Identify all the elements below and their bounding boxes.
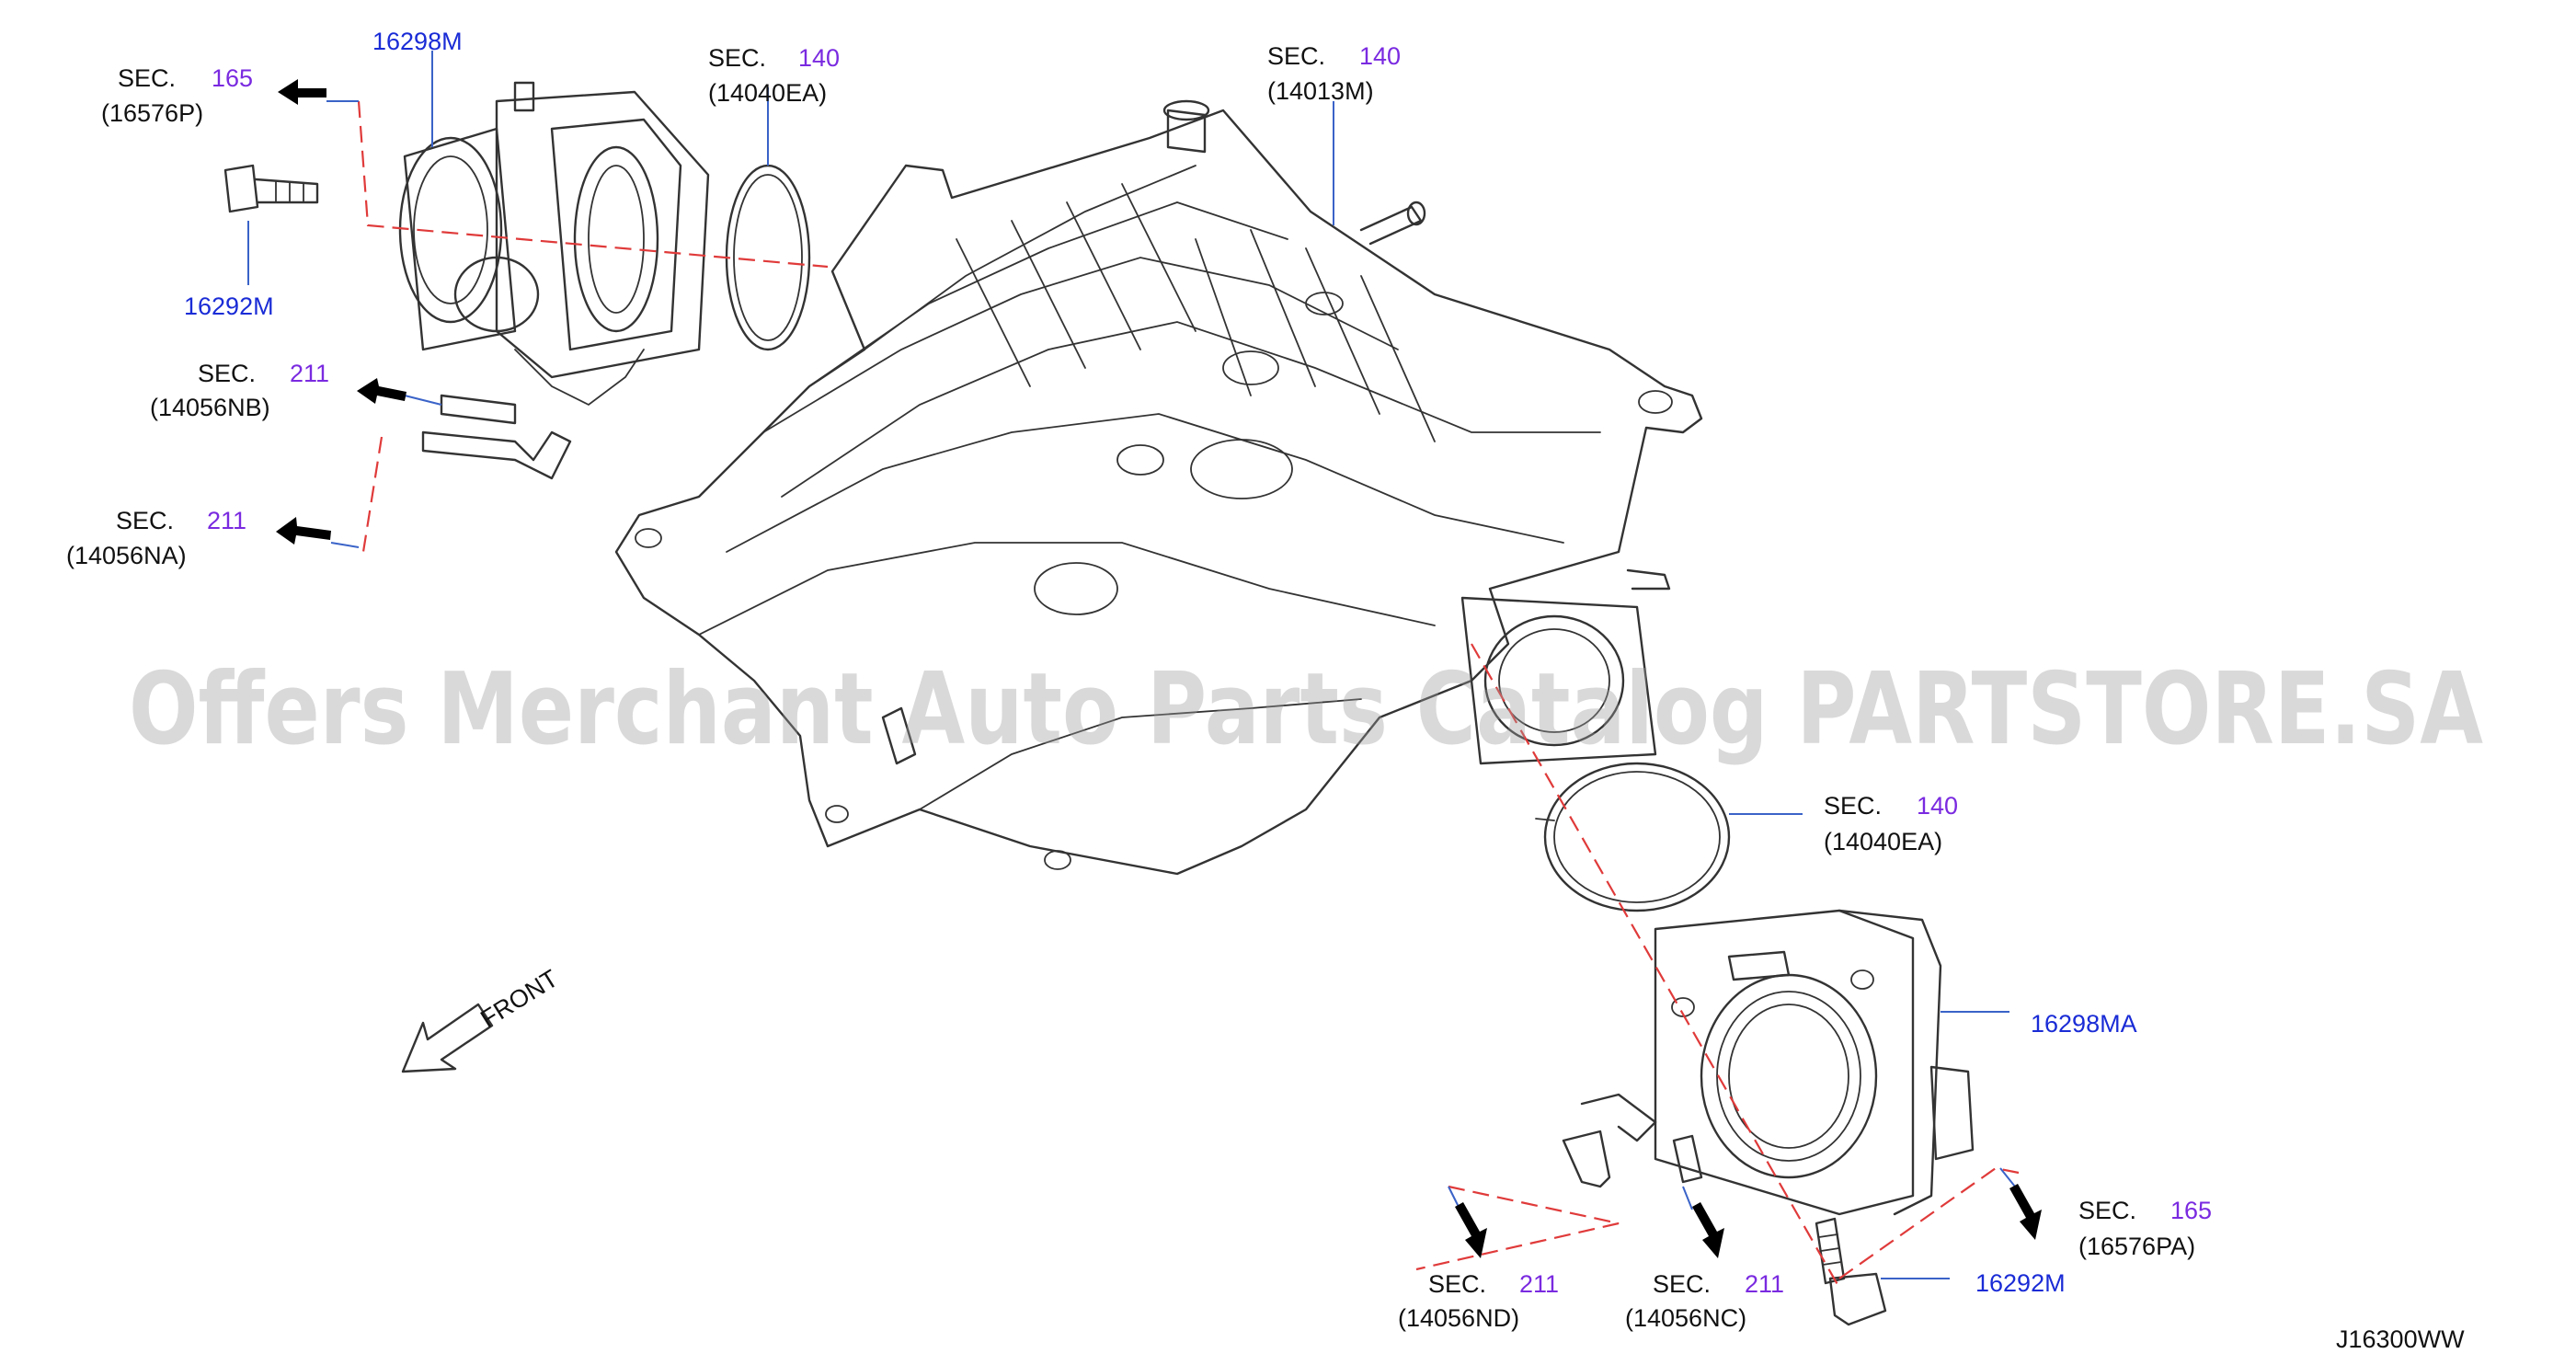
sec-165-top-label: SEC. <box>118 64 176 92</box>
sec-140-oring-top-label: SEC. <box>708 44 766 72</box>
sec-211-na-label: SEC. <box>116 507 174 534</box>
oring-top-drawing <box>725 164 811 351</box>
sec-140-oring-right-number[interactable]: 140 <box>1917 792 1958 820</box>
diagram-code: J16300WW <box>2336 1325 2465 1353</box>
sec-140-oring-right-ref: (14040EA) <box>1824 828 1942 855</box>
sec-211-nc-label: SEC. <box>1653 1270 1711 1298</box>
throttle-body-right-drawing <box>1562 909 1975 1216</box>
sec-140-manifold-ref: (14013M) <box>1267 77 1374 105</box>
part-16292M-left[interactable]: 16292M <box>184 292 274 320</box>
sec-165-bottom-label: SEC. <box>2078 1197 2136 1224</box>
bolt-right-drawing <box>1815 1217 1887 1326</box>
arrow-165-bottom <box>2009 1184 2042 1240</box>
throttle-body-left-drawing <box>398 81 710 480</box>
oring-right-drawing <box>1535 762 1731 912</box>
intake-manifold-drawing <box>614 99 1703 876</box>
arrow-165-top <box>278 79 326 105</box>
sec-165-top-number[interactable]: 165 <box>212 64 253 92</box>
sec-211-nb-number[interactable]: 211 <box>290 360 329 387</box>
sec-140-manifold-number[interactable]: 140 <box>1359 42 1401 70</box>
front-direction-arrow <box>401 1003 494 1073</box>
front-label: FRONT <box>475 964 563 1033</box>
centerlines <box>357 100 2020 1289</box>
sec-211-na-number[interactable]: 211 <box>207 507 246 534</box>
sec-arrows <box>276 79 2042 1258</box>
sec-211-nb-ref: (14056NB) <box>150 394 270 421</box>
arrow-211-na <box>276 517 331 545</box>
sec-165-bottom-number[interactable]: 165 <box>2170 1197 2212 1224</box>
sec-140-oring-right-label: SEC. <box>1824 792 1882 820</box>
part-16298M[interactable]: 16298M <box>372 28 463 55</box>
arrow-211-nd <box>1455 1202 1487 1258</box>
arrow-211-nb <box>357 378 406 404</box>
sec-165-bottom-ref: (16576PA) <box>2078 1233 2195 1260</box>
watermark-text: Offers Merchant Auto Parts Catalog PARTS… <box>129 652 2483 767</box>
sec-211-na-ref: (14056NA) <box>66 542 187 569</box>
sec-211-nd-ref: (14056ND) <box>1398 1304 1519 1332</box>
sec-211-nd-number[interactable]: 211 <box>1519 1270 1559 1298</box>
part-16298MA[interactable]: 16298MA <box>2031 1010 2137 1038</box>
sec-211-nc-ref: (14056NC) <box>1625 1304 1746 1332</box>
sec-140-oring-top-number[interactable]: 140 <box>798 44 840 72</box>
arrow-211-nc <box>1692 1202 1724 1258</box>
part-16292M-right[interactable]: 16292M <box>1975 1269 2066 1297</box>
sec-140-oring-top-ref: (14040EA) <box>708 79 827 107</box>
bolt-left-drawing <box>223 164 319 213</box>
sec-165-top-ref: (16576P) <box>101 99 203 127</box>
sec-211-nc-number[interactable]: 211 <box>1745 1270 1784 1298</box>
sec-140-manifold-label: SEC. <box>1267 42 1325 70</box>
sec-211-nd-label: SEC. <box>1428 1270 1486 1298</box>
leader-lines <box>247 51 2020 1279</box>
sec-211-nb-label: SEC. <box>198 360 256 387</box>
